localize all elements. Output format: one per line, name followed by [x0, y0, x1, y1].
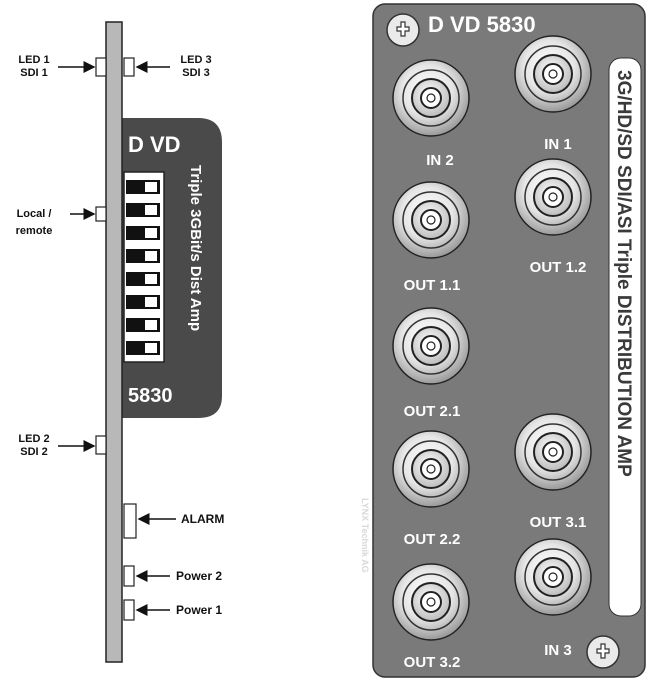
led2-marker [95, 435, 107, 455]
connector-label-in1: IN 1 [544, 136, 572, 153]
front-panel-title: D VD 5830 [428, 12, 536, 37]
led2-label-line1: LED 2 [18, 433, 49, 445]
bnc-connector-out32[interactable] [392, 563, 470, 641]
side-view: D VD Triple 3GBit/s Dist Amp 5830 [16, 21, 224, 663]
bottom-screw-icon [586, 635, 620, 669]
connector-label-out32: OUT 3.2 [404, 654, 461, 671]
bnc-connector-in3[interactable] [514, 538, 592, 616]
manufacturer-text: LYNX Technik AG [360, 498, 370, 573]
alarm-label: ALARM [181, 512, 224, 526]
led2-label-line2: SDI 2 [20, 446, 48, 458]
bnc-connector-out22[interactable] [392, 430, 470, 508]
led3-label-line2: SDI 3 [182, 67, 210, 79]
bnc-connector-out21[interactable] [392, 307, 470, 385]
local-remote-label-line2: remote [16, 225, 53, 237]
front-panel: D VD 5830 3G/HD/SD SDI/ASI Triple DISTRI… [360, 3, 646, 678]
connector-label-out12: OUT 1.2 [530, 259, 587, 276]
led1-marker [95, 57, 107, 77]
module-label-model: 5830 [128, 385, 173, 407]
power1-marker [123, 599, 135, 621]
module-label-title: D VD [128, 132, 181, 157]
module-label-card: D VD Triple 3GBit/s Dist Amp 5830 [122, 118, 222, 418]
front-panel-vertical-band [608, 57, 642, 617]
alarm-marker [123, 503, 137, 539]
dip-switch-block [123, 171, 165, 363]
local-remote-label-line1: Local / [17, 208, 52, 220]
top-screw-icon [386, 13, 420, 47]
connector-label-in2: IN 2 [426, 152, 454, 169]
power2-label: Power 2 [176, 569, 222, 583]
bnc-connector-in2[interactable] [392, 59, 470, 137]
connector-label-out21: OUT 2.1 [404, 403, 461, 420]
led3-label-line1: LED 3 [180, 54, 211, 66]
led1-label-line1: LED 1 [18, 54, 49, 66]
connector-label-out31: OUT 3.1 [530, 514, 587, 531]
connector-label-in3: IN 3 [544, 642, 572, 659]
connector-label-out22: OUT 2.2 [404, 531, 461, 548]
bnc-connector-in1[interactable] [514, 35, 592, 113]
front-panel-vertical-text: 3G/HD/SD SDI/ASI Triple DISTRIBUTION AMP [613, 70, 634, 477]
connector-label-out11: OUT 1.1 [404, 277, 461, 294]
bnc-connector-out12[interactable] [514, 158, 592, 236]
bnc-connector-out31[interactable] [514, 413, 592, 491]
board-edge [105, 21, 123, 663]
bnc-connector-out11[interactable] [392, 181, 470, 259]
power2-marker [123, 565, 135, 587]
local-remote-marker [95, 206, 107, 222]
led3-marker [123, 57, 135, 77]
module-label-vertical-text: Triple 3GBit/s Dist Amp [187, 165, 204, 331]
led1-label-line2: SDI 1 [20, 67, 48, 79]
power1-label: Power 1 [176, 603, 222, 617]
